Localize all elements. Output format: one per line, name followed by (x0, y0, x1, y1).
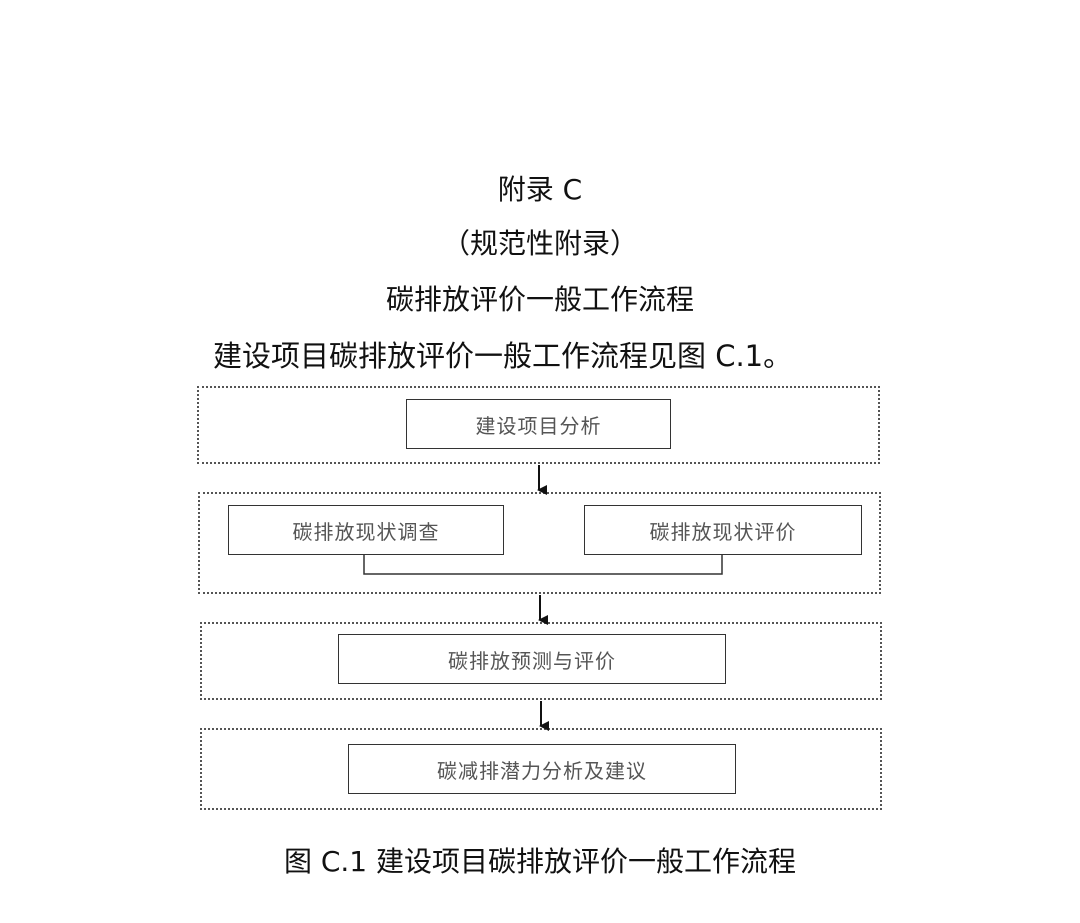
node-current-investigation: 碳排放现状调查 (228, 505, 504, 555)
normative-note: （规范性附录） (441, 227, 638, 260)
node-reduction-potential: 碳减排潜力分析及建议 (348, 744, 736, 794)
appendix-heading: 附录 C (497, 173, 583, 206)
node-project-analysis: 建设项目分析 (406, 399, 671, 449)
intro-sentence: 建设项目碳排放评价一般工作流程见图 C.1。 (213, 339, 793, 373)
node-prediction-evaluation: 碳排放预测与评价 (338, 634, 726, 684)
figure-caption: 图 C.1 建设项目碳排放评价一般工作流程 (283, 845, 797, 878)
node-current-evaluation: 碳排放现状评价 (584, 505, 862, 555)
merge-connector (363, 555, 723, 575)
section-title: 碳排放评价一般工作流程 (385, 283, 694, 316)
stage-1-container (197, 386, 880, 464)
